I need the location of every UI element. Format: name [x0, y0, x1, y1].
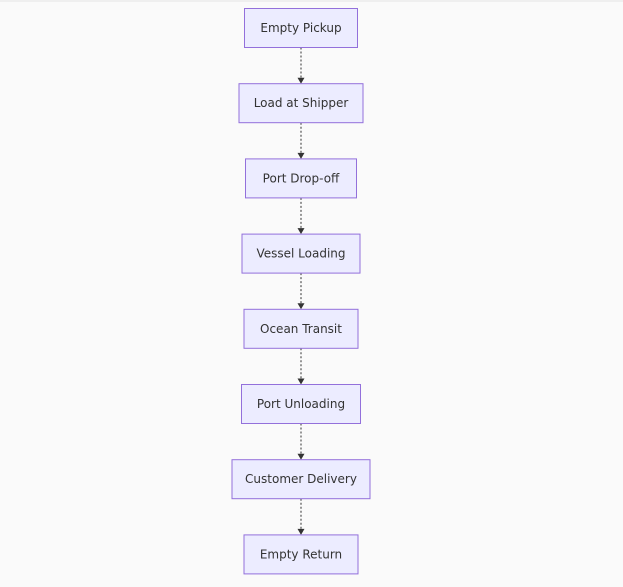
arrowhead-icon — [297, 228, 305, 235]
node-box — [231, 459, 371, 500]
edge-vessel-loading-to-ocean-transit — [297, 273, 305, 310]
edge-port-drop-off-to-vessel-loading — [297, 197, 305, 235]
node-label: Port Drop-off — [263, 171, 340, 185]
node-label: Port Unloading — [257, 397, 345, 411]
node-box — [241, 233, 361, 274]
edge-empty-pickup-to-load-at-shipper — [297, 47, 305, 84]
edge-load-at-shipper-to-port-drop-off — [297, 122, 305, 159]
node-box — [243, 308, 359, 349]
arrowhead-icon — [297, 77, 305, 84]
node-load-at-shipper: Load at Shipper — [238, 83, 364, 124]
node-vessel-loading: Vessel Loading — [241, 233, 361, 274]
edge-customer-delivery-to-empty-return — [297, 498, 305, 535]
edge-port-unloading-to-customer-delivery — [297, 423, 305, 460]
node-label: Customer Delivery — [245, 472, 357, 486]
node-empty-return: Empty Return — [243, 534, 359, 575]
arrowhead-icon — [297, 378, 305, 385]
edge-ocean-transit-to-port-unloading — [297, 348, 305, 385]
node-customer-delivery: Customer Delivery — [231, 459, 371, 500]
node-box — [241, 384, 361, 424]
node-label: Ocean Transit — [260, 322, 342, 336]
node-box — [244, 8, 358, 48]
node-label: Load at Shipper — [254, 96, 349, 110]
node-empty-pickup: Empty Pickup — [244, 8, 358, 48]
arrowhead-icon — [297, 303, 305, 310]
node-label: Vessel Loading — [256, 247, 345, 261]
node-box — [243, 534, 359, 575]
edges-layer — [297, 47, 305, 535]
node-box — [245, 158, 357, 199]
node-port-drop-off: Port Drop-off — [245, 158, 357, 199]
arrowhead-icon — [297, 453, 305, 460]
arrowhead-icon — [297, 528, 305, 535]
arrowhead-icon — [297, 152, 305, 159]
node-ocean-transit: Ocean Transit — [243, 308, 359, 349]
node-port-unloading: Port Unloading — [241, 384, 361, 424]
node-label: Empty Return — [260, 547, 342, 561]
top-divider — [0, 0, 623, 2]
node-box — [238, 83, 364, 124]
node-label: Empty Pickup — [260, 21, 341, 35]
